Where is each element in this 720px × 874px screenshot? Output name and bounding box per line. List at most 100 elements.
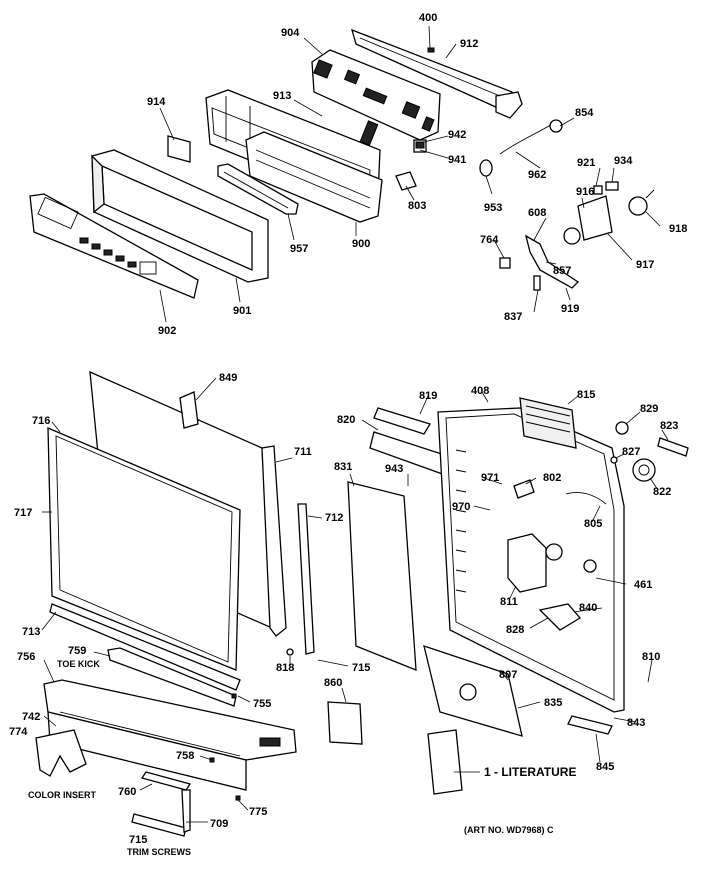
callout-715: 715	[352, 662, 371, 674]
callout-400: 400	[419, 12, 438, 24]
part-774-color-insert	[35, 729, 87, 777]
part-400-screw	[427, 47, 435, 53]
callout-742: 742	[22, 711, 41, 723]
part-902-panel	[29, 193, 199, 299]
callout-820: 820	[337, 414, 356, 426]
part-912-bracket	[351, 28, 523, 119]
callout-917: 917	[636, 259, 655, 271]
part-756-kick-panel	[43, 679, 297, 791]
note-trim-screws: TRIM SCREWS	[127, 847, 191, 857]
callout-803: 803	[408, 200, 427, 212]
part-860-bracket	[327, 701, 363, 745]
callout-828: 828	[506, 624, 525, 636]
callout-943: 943	[385, 463, 404, 475]
callout-953: 953	[484, 202, 503, 214]
callout-805: 805	[584, 518, 603, 530]
callout-860: 860	[324, 677, 343, 689]
callout-962: 962	[528, 169, 547, 181]
part-904-board	[311, 49, 441, 141]
callout-919: 919	[561, 303, 580, 315]
callout-774: 774	[9, 726, 28, 738]
part-845-strip	[567, 715, 613, 735]
callout-916: 916	[576, 186, 595, 198]
callout-822: 822	[653, 486, 672, 498]
callout-758: 758	[176, 750, 195, 762]
part-759-toe-kick	[107, 647, 237, 707]
callout-957: 957	[290, 243, 309, 255]
note-color-insert: COLOR INSERT	[28, 790, 97, 800]
callout-608: 608	[528, 207, 547, 219]
callout-970: 970	[452, 501, 471, 513]
callout-900: 900	[352, 238, 371, 250]
note-toe-kick: TOE KICK	[57, 659, 100, 669]
part-803-clip	[395, 171, 417, 191]
part-818-screw	[286, 648, 294, 656]
callout-914: 914	[147, 96, 166, 108]
callout-854: 854	[575, 107, 594, 119]
callout-913: 913	[273, 90, 292, 102]
leader-lines	[41, 25, 669, 823]
callout-713: 713	[22, 626, 41, 638]
part-608-latch	[499, 234, 580, 291]
part-760-bracket	[131, 771, 192, 837]
callout-775: 775	[249, 806, 268, 818]
callout-840: 840	[579, 602, 598, 614]
part-807-panel	[423, 645, 523, 737]
callout-711: 711	[294, 446, 312, 458]
callout-831: 831	[334, 461, 353, 473]
part-717-door-panel	[47, 427, 241, 671]
callout-849: 849	[219, 372, 238, 384]
part-901-frame	[91, 149, 269, 283]
callout-829: 829	[640, 403, 659, 415]
callout-408: 408	[471, 385, 490, 397]
callout-845: 845	[596, 761, 615, 773]
callout-837: 837	[504, 311, 523, 323]
part-914-plate	[167, 135, 191, 163]
callout-857: 857	[553, 265, 572, 277]
part-941-switch	[413, 139, 427, 153]
callout-941: 941	[448, 154, 467, 166]
callout-904: 904	[281, 27, 300, 39]
callout-918: 918	[669, 223, 688, 235]
callout-823: 823	[660, 420, 679, 432]
callout-802: 802	[543, 472, 562, 484]
part-815-louver	[519, 397, 577, 449]
part-805-hose	[565, 492, 607, 505]
callout-756: 756	[17, 651, 36, 663]
part-917-bracket	[563, 189, 655, 245]
callout-716: 716	[32, 415, 51, 427]
callout-819: 819	[419, 390, 438, 402]
note-trim-screws-number: 715	[129, 834, 148, 846]
part-802-clip	[513, 479, 535, 499]
callout-901: 901	[233, 305, 252, 317]
callout-807: 807	[499, 669, 518, 681]
callout-921: 921	[577, 157, 596, 169]
callout-934: 934	[614, 155, 633, 167]
callout-764: 764	[480, 234, 499, 246]
callout-461: 461	[634, 579, 653, 591]
callout-843: 843	[627, 717, 646, 729]
callout-912: 912	[460, 38, 479, 50]
part-1-literature	[427, 729, 463, 795]
callout-811: 811	[500, 596, 518, 608]
part-811-dispenser	[507, 533, 563, 593]
callout-942: 942	[448, 129, 467, 141]
part-962-harness	[479, 119, 563, 177]
note-art-number: (ART NO. WD7968) C	[464, 825, 554, 835]
callout-709: 709	[210, 818, 229, 830]
callout-902: 902	[158, 325, 177, 337]
callout-760: 760	[118, 786, 137, 798]
callout-835: 835	[544, 697, 563, 709]
callout-818: 818	[276, 662, 295, 674]
part-831-insulation	[347, 481, 417, 671]
callout-827: 827	[622, 446, 641, 458]
callout-971: 971	[481, 472, 500, 484]
note-literature: 1 - LITERATURE	[484, 765, 577, 779]
part-921-934	[593, 181, 619, 195]
callout-712: 712	[325, 512, 344, 524]
part-713-trim	[49, 603, 241, 691]
callout-810: 810	[642, 651, 661, 663]
part-957-strip	[217, 163, 299, 215]
